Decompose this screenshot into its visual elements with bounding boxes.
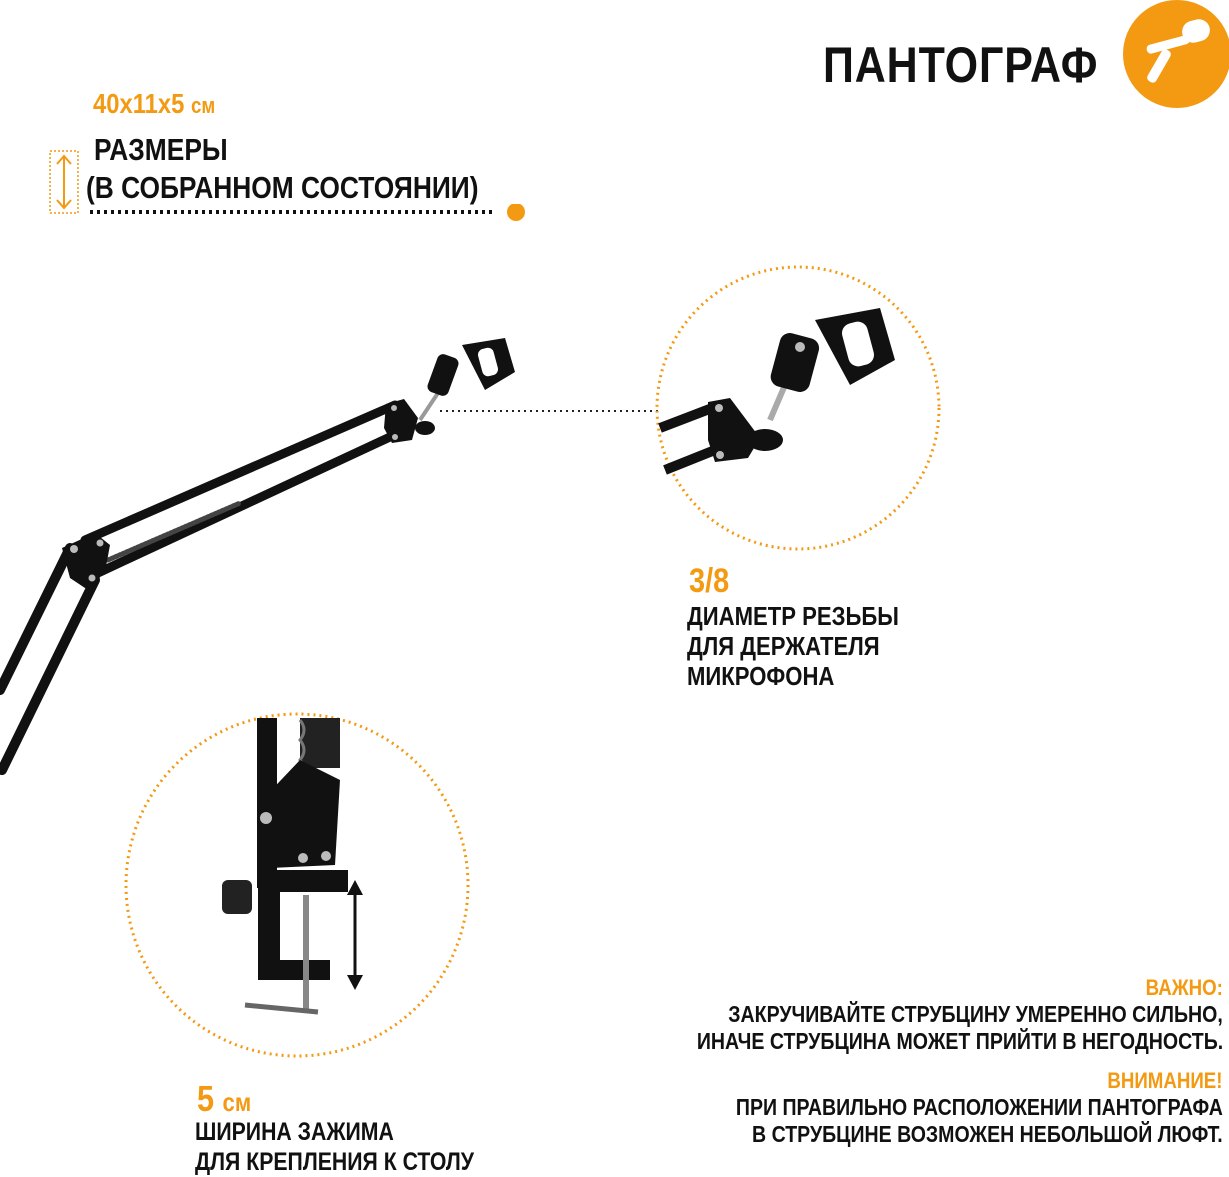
thread-label-line2: ДЛЯ ДЕРЖАТЕЛЯ: [687, 631, 880, 661]
dimensions-unit: см: [190, 93, 216, 118]
boom-arm: [0, 400, 410, 775]
important-line1: ЗАКРУЧИВАЙТЕ СТРУБЦИНУ УМЕРЕННО СИЛЬНО,: [728, 1001, 1223, 1027]
dimensions-label-line2: (В СОБРАННОМ СОСТОЯНИИ): [86, 170, 479, 205]
clamp-number: 5: [197, 1078, 215, 1119]
vertical-arrow-icon: [49, 150, 79, 214]
dimensions-label-line1: РАЗМЕРЫ: [94, 132, 228, 167]
brand-title: ПАНТОГРАФ: [823, 37, 1099, 93]
clamp-label-line2: ДЛЯ КРЕПЛЕНИЯ К СТОЛУ: [195, 1148, 474, 1176]
thread-value: 3/8: [689, 562, 730, 600]
important-title: ВАЖНО:: [1145, 975, 1223, 1000]
zoom-head-detail: [658, 308, 895, 475]
clamp-label-line1: ШИРИНА ЗАЖИМА: [195, 1118, 394, 1146]
attention-line2: В СТРУБЦИНЕ ВОЗМОЖЕН НЕБОЛЬШОЙ ЛЮФТ.: [752, 1121, 1223, 1147]
thread-label-line3: МИКРОФОНА: [687, 661, 835, 691]
dimensions-number: 40x11x5: [93, 88, 185, 119]
elbow-joint: [62, 533, 110, 590]
important-line2: ИНАЧЕ СТРУБЦИНА МОЖЕТ ПРИЙТИ В НЕГОДНОСТ…: [696, 1028, 1223, 1054]
zoom-clamp-detail: [222, 718, 363, 1015]
head-joint: [384, 338, 515, 443]
attention-title: ВНИМАНИЕ!: [1107, 1068, 1223, 1093]
clamp-value: 5 см: [197, 1078, 251, 1120]
dotted-divider: [90, 204, 525, 221]
dimensions-value: 40x11x5 см: [93, 88, 215, 120]
attention-line1: ПРИ ПРАВИЛЬНО РАСПОЛОЖЕНИИ ПАНТОГРАФА: [736, 1094, 1223, 1120]
thread-label-line1: ДИАМЕТР РЕЗЬБЫ: [687, 601, 899, 631]
clamp-unit: см: [222, 1087, 252, 1117]
microphone-icon: [1123, 0, 1229, 108]
zoom-circle-head: [655, 265, 941, 551]
zoom-circle-clamp: [124, 712, 470, 1058]
